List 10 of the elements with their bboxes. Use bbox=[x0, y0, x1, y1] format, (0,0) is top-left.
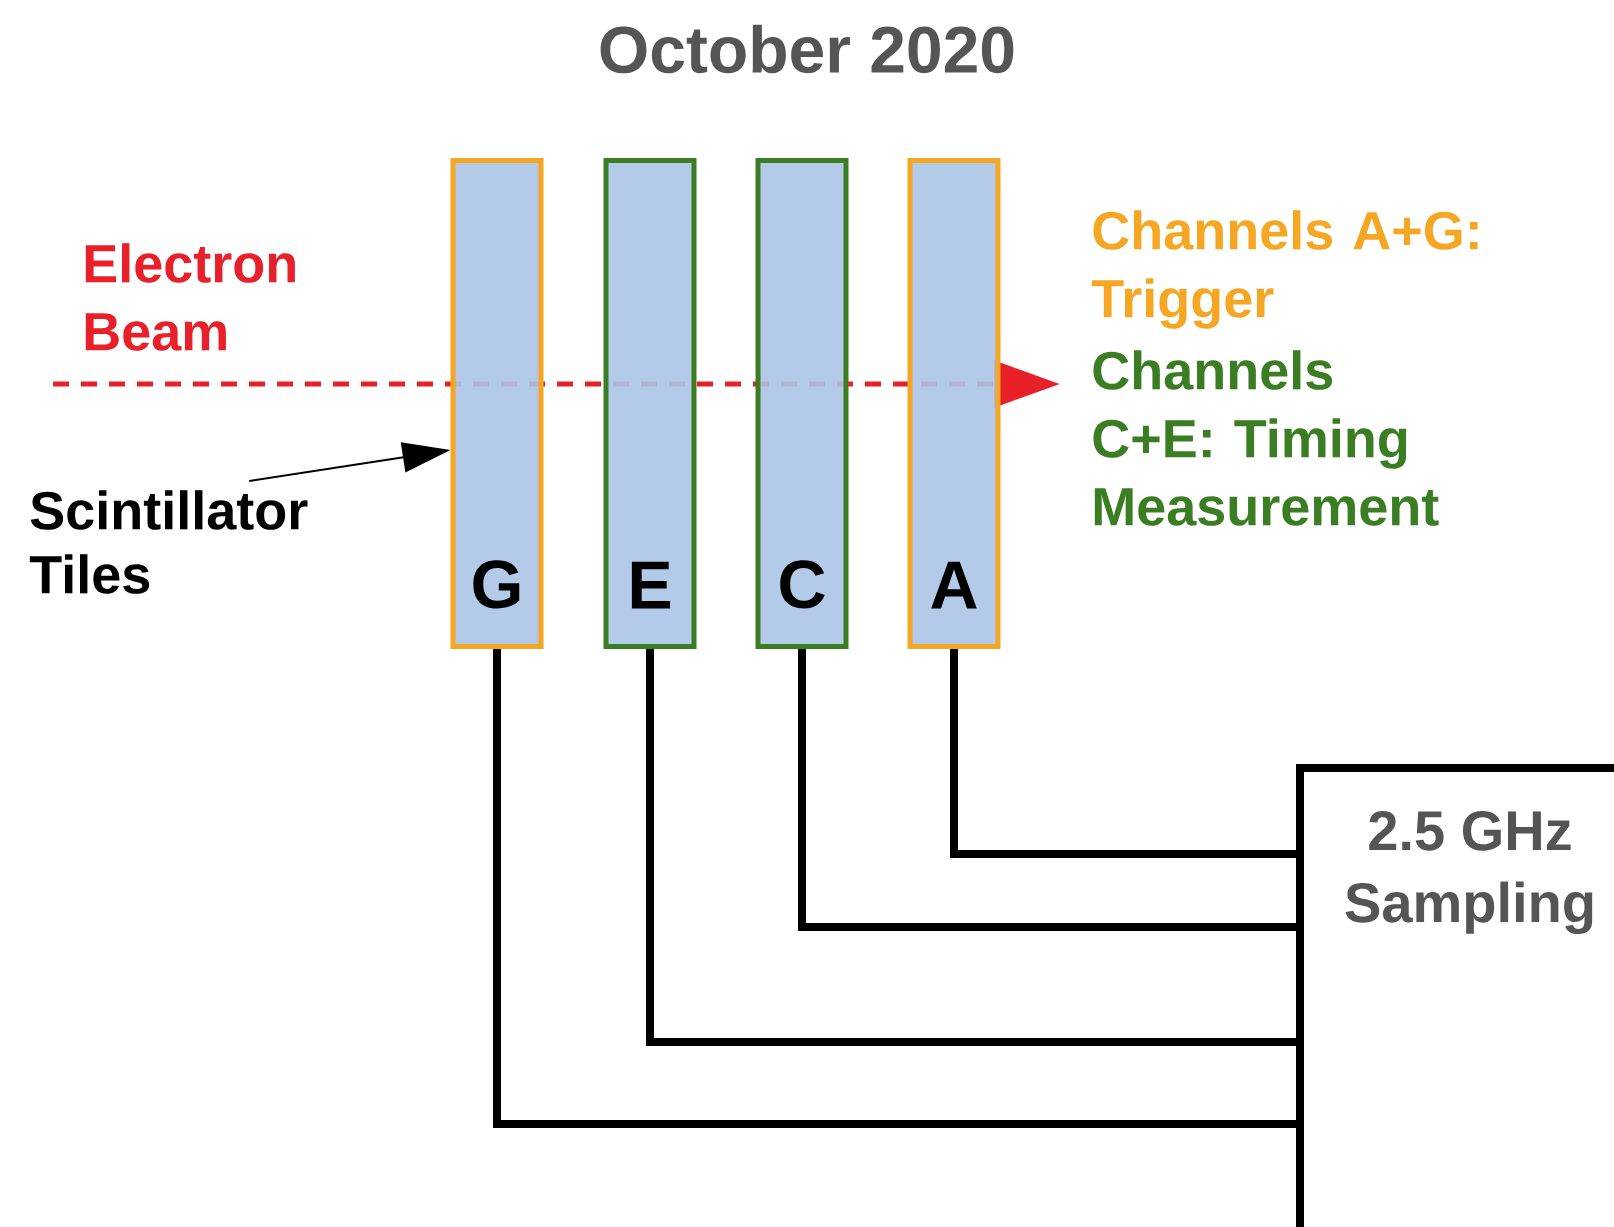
scintillator-tile: E bbox=[603, 158, 697, 649]
legend-text: Channels C+E: Timing Measurement bbox=[1093, 350, 1439, 526]
scintillator-tile: G bbox=[450, 158, 544, 649]
sampling-box: 2.5 GHz Sampling bbox=[1296, 764, 1614, 1227]
legend-text: Channels A+G: Trigger bbox=[1091, 210, 1478, 329]
scintillator-label: Scintillator Tiles bbox=[29, 490, 308, 594]
title: October 2020 bbox=[600, 24, 1014, 74]
scintillator-tile: A bbox=[907, 158, 1001, 649]
legend-text: Electron Beam bbox=[85, 243, 295, 351]
scintillator-tile: C bbox=[755, 158, 849, 649]
